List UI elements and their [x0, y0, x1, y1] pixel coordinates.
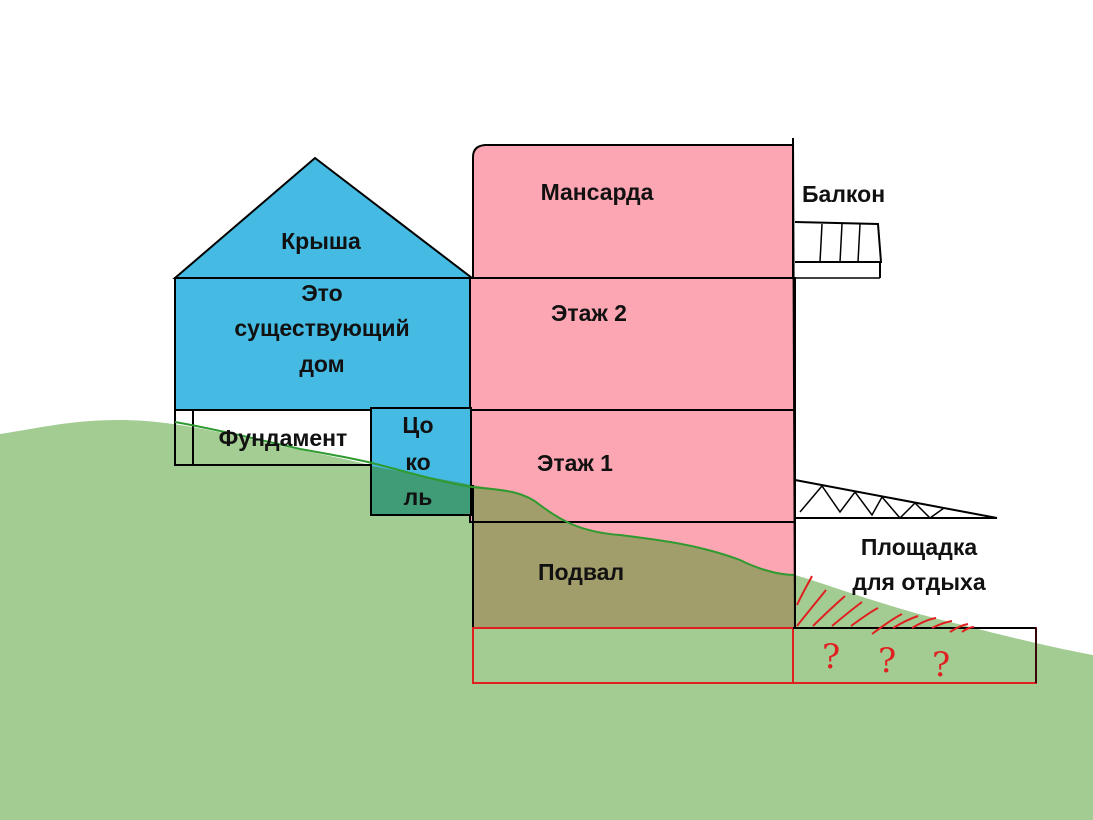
roof-triangle [172, 156, 475, 279]
right-wall-line [792, 137, 796, 629]
existing-house-label-line3: дом [299, 351, 344, 377]
attic-block [472, 144, 794, 279]
plinth-label-line2: ко [405, 449, 430, 475]
question-mark-1: ? [822, 637, 840, 677]
ground-edge [174, 421, 796, 576]
question-mark-3: ? [932, 645, 950, 685]
question-mark-2: ? [878, 641, 896, 681]
existing-house-label-line2: существующий [234, 315, 409, 341]
floor2-label: Этаж 2 [551, 300, 627, 326]
existing-house-label-line1: Это [301, 280, 342, 306]
terrace-label-line2: для отдыха [852, 569, 985, 595]
balcony-label: Балкон [802, 181, 885, 207]
floor2-block [469, 277, 796, 411]
terrace-label-line1: Площадка [861, 534, 977, 560]
plinth-label-line3: ль [404, 484, 433, 510]
existing-walls [174, 277, 471, 411]
foundation-outline [174, 409, 372, 466]
attic-label: Мансарда [541, 179, 654, 205]
floor1-label: Этаж 1 [537, 450, 613, 476]
basement-label: Подвал [538, 559, 624, 585]
terrace-canopy [794, 479, 998, 520]
balcony [794, 221, 883, 279]
roof-label: Крыша [281, 228, 361, 254]
hatching [796, 575, 975, 635]
foundation-label: Фундамент [219, 425, 348, 451]
plinth-label-line1: Цо [402, 412, 433, 438]
proposed-foundation [472, 627, 1037, 684]
